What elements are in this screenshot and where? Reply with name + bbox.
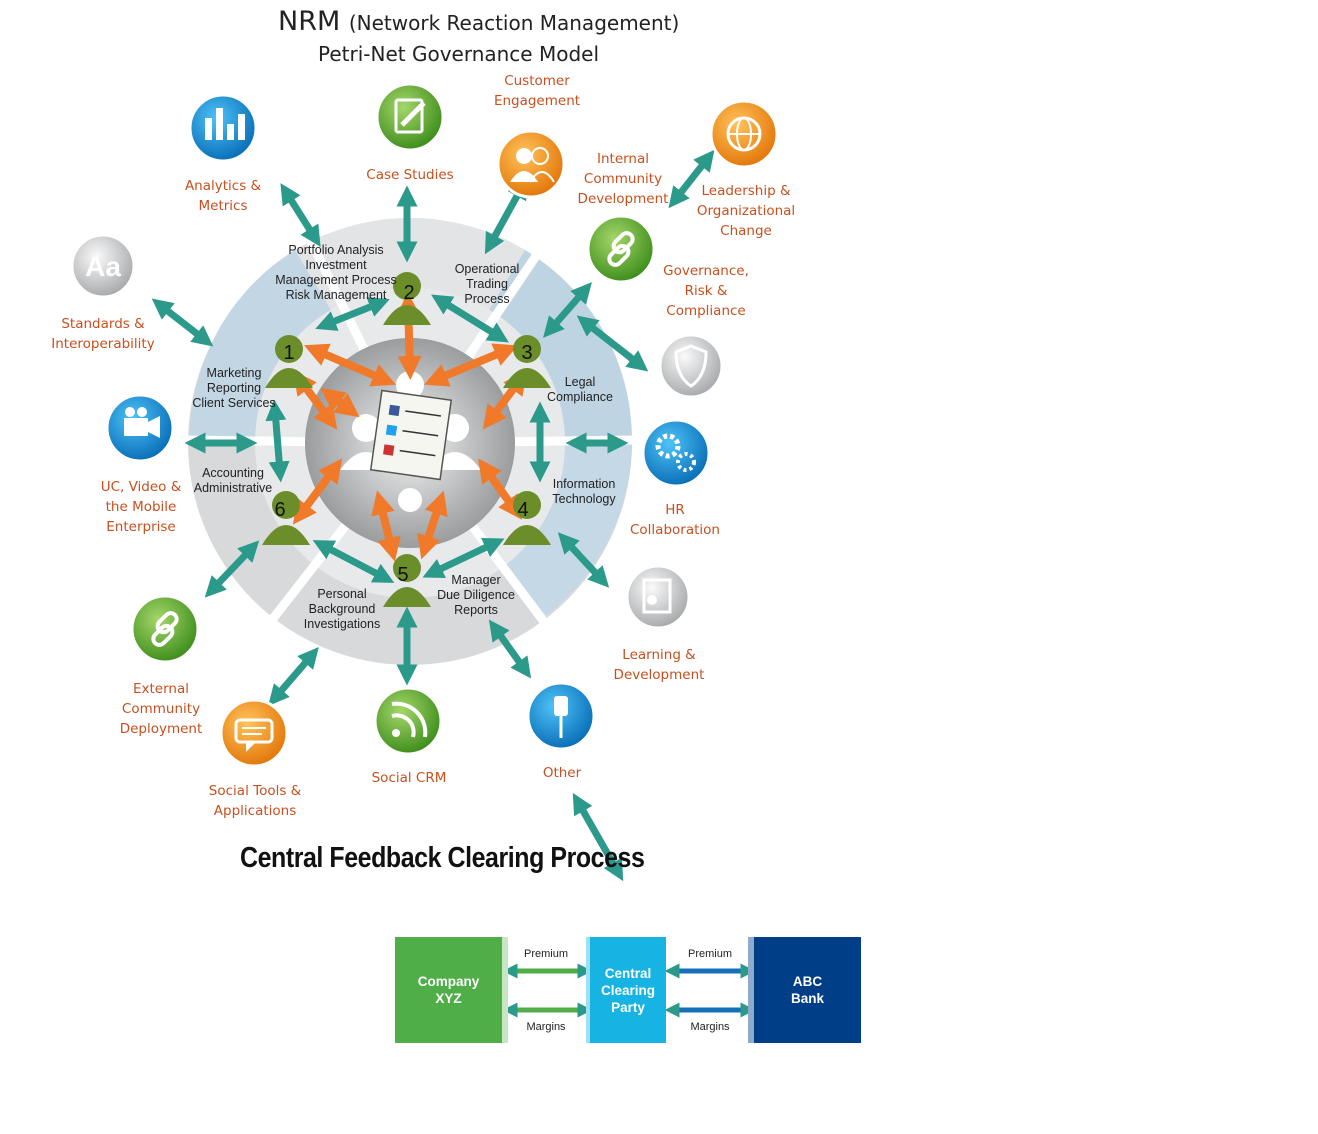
section-portfolio: Portfolio Analysis Investment Management… [275, 243, 397, 302]
certificate-icon [625, 564, 691, 630]
label-internal-community: Internal Community Development [577, 151, 669, 207]
typography-icon: Aa [70, 233, 136, 299]
section-information: Information Technology [552, 477, 616, 506]
clearing-arrows [502, 937, 756, 1043]
node-number: 1 [283, 342, 294, 364]
label-uc-video: UC, Video & the Mobile Enterprise [100, 479, 182, 535]
margins-label-right: Margins [690, 1021, 730, 1033]
label-analytics: Analytics & Metrics [184, 178, 262, 214]
process-node-5: 5 [383, 554, 431, 607]
bar-chart-icon [188, 93, 258, 163]
node-number: 4 [517, 499, 528, 521]
workflow-hub-icon [340, 371, 481, 512]
label-social-crm: Social CRM [371, 770, 447, 786]
section-legal: Legal Compliance [546, 375, 613, 404]
node-number: 6 [274, 499, 285, 521]
node-number: 5 [397, 564, 408, 586]
company-box: Company XYZ [395, 937, 502, 1043]
shield-icon [658, 333, 724, 399]
pencil-document-icon [375, 82, 445, 152]
premium-label-right: Premium [687, 948, 732, 960]
ccp-box: Central Clearing Party [590, 937, 666, 1043]
process-node-4: 4 [503, 491, 551, 545]
people-icon [496, 129, 566, 199]
diagram-title: NRM (Network Reaction Management) [278, 6, 680, 37]
label-governance: Governance, Risk & Compliance [663, 263, 749, 319]
title-expansion: (Network Reaction Management) [348, 11, 680, 35]
premium-label-left: Premium [523, 948, 568, 960]
label-other: Other [542, 765, 582, 781]
teal-connector-arrows [151, 149, 715, 882]
central-process-title: Central Feedback Clearing Process [240, 842, 645, 874]
process-node-6: 6 [262, 491, 310, 545]
section-accounting: Accounting Administrative [193, 466, 273, 495]
svg-text:Aa: Aa [85, 251, 121, 282]
globe-icon [709, 99, 779, 169]
pushpin-icon [526, 681, 596, 751]
chat-bubble-icon [219, 698, 289, 768]
link-icon [130, 594, 200, 664]
label-external-community: External Community Deployment [119, 681, 203, 737]
label-case-studies: Case Studies [366, 167, 454, 183]
node-number: 2 [403, 282, 414, 304]
label-customer-engagement: Customer Engagement [493, 73, 581, 109]
label-standards: Standards & Interoperability [51, 316, 155, 352]
section-personal: Personal Background Investigations [303, 587, 381, 631]
label-social-tools: Social Tools & Applications [208, 783, 302, 819]
video-camera-icon [105, 393, 175, 463]
process-node-1: 1 [265, 335, 313, 388]
process-node-2: 2 [383, 272, 431, 325]
link-icon [586, 214, 656, 284]
section-manager: Manager Due Diligence Reports [437, 573, 515, 617]
node-number: 3 [521, 342, 532, 364]
section-marketing: Marketing Reporting Client Services [192, 366, 276, 410]
process-node-3: 3 [503, 335, 551, 388]
label-leadership: Leadership & Organizational Change [696, 183, 796, 239]
rss-icon [373, 686, 443, 756]
label-learning: Learning & Development [613, 647, 705, 683]
label-hr: HR Collaboration [630, 502, 720, 538]
gears-icon [641, 418, 711, 488]
margins-label-left: Margins [526, 1021, 566, 1033]
diagram-subtitle: Petri-Net Governance Model [318, 42, 600, 66]
section-operational: Operational Trading Process [454, 262, 520, 306]
bank-box: ABC Bank [754, 937, 861, 1043]
